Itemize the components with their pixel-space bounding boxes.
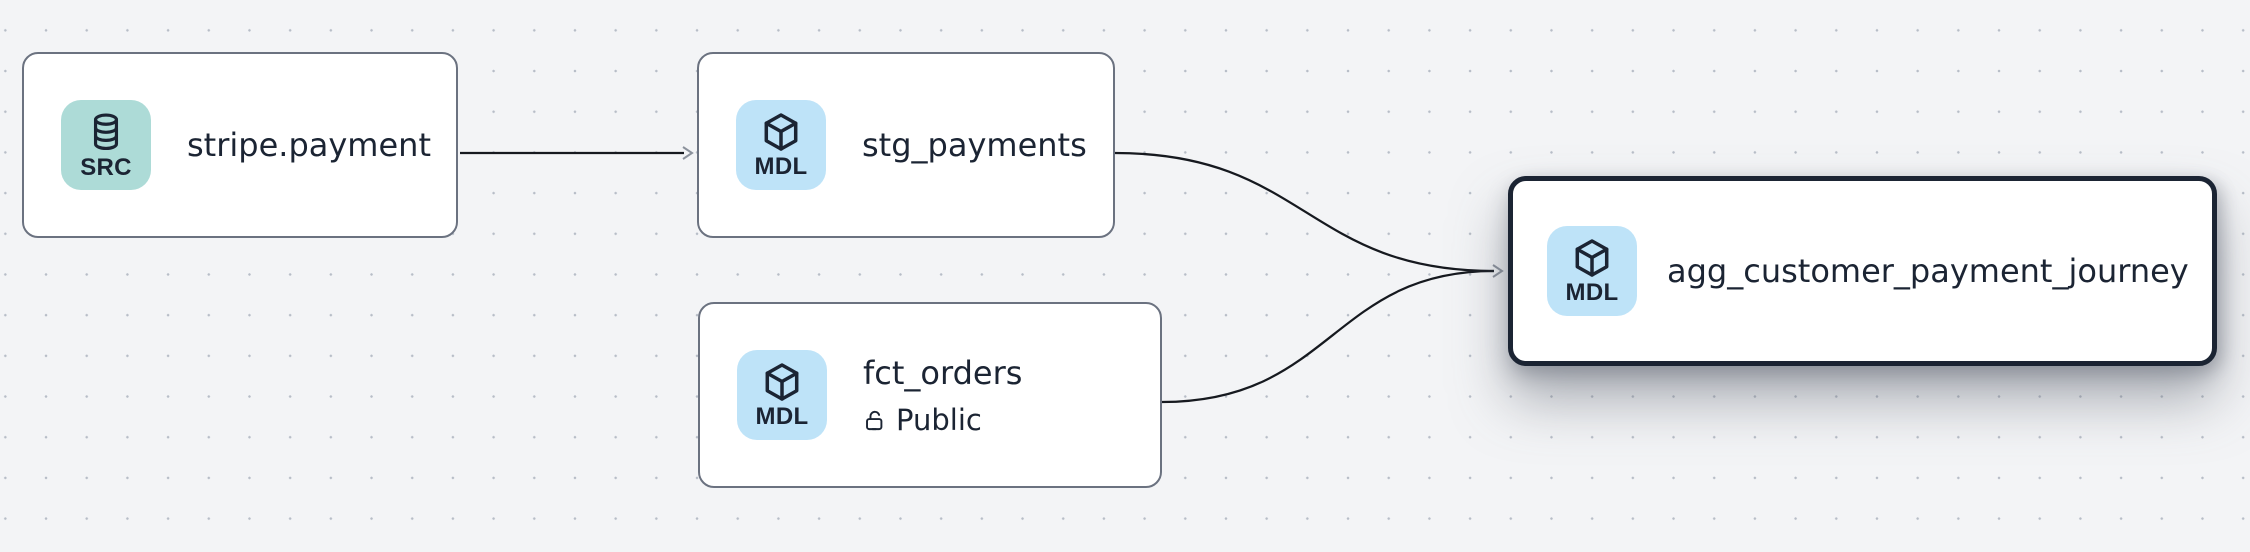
node-agg-customer-payment-journey[interactable]: MDL agg_customer_payment_journey xyxy=(1508,176,2217,366)
badge-label: MDL xyxy=(1565,278,1619,306)
access-level-label: Public xyxy=(896,403,982,437)
badge-label: MDL xyxy=(754,152,808,180)
badge-label: MDL xyxy=(755,402,809,430)
node-stripe-payment[interactable]: SRC stripe.payment xyxy=(22,52,458,238)
model-badge: MDL xyxy=(1547,226,1637,316)
cube-icon xyxy=(765,362,799,401)
database-icon xyxy=(93,112,119,150)
edge-fct-orders-to-agg-customer-payment-journey[interactable] xyxy=(1161,269,1495,404)
badge-label: SRC xyxy=(80,153,132,181)
lock-open-icon xyxy=(866,410,883,430)
source-badge: SRC xyxy=(61,100,151,190)
cube-icon xyxy=(764,112,798,151)
node-fct-orders[interactable]: MDL fct_orders Public xyxy=(698,302,1162,488)
edge-stg-payments-to-agg-customer-payment-journey[interactable] xyxy=(1114,151,1504,278)
cube-icon xyxy=(1575,238,1609,277)
node-title: fct_orders xyxy=(863,354,1023,392)
access-level: Public xyxy=(863,403,1022,437)
node-title: agg_customer_payment_journey xyxy=(1667,252,2189,290)
node-stg-payments[interactable]: MDL stg_payments xyxy=(697,52,1115,238)
node-title: stripe.payment xyxy=(187,126,431,164)
node-title: stg_payments xyxy=(862,126,1087,164)
model-badge: MDL xyxy=(736,100,826,190)
model-badge: MDL xyxy=(737,350,827,440)
